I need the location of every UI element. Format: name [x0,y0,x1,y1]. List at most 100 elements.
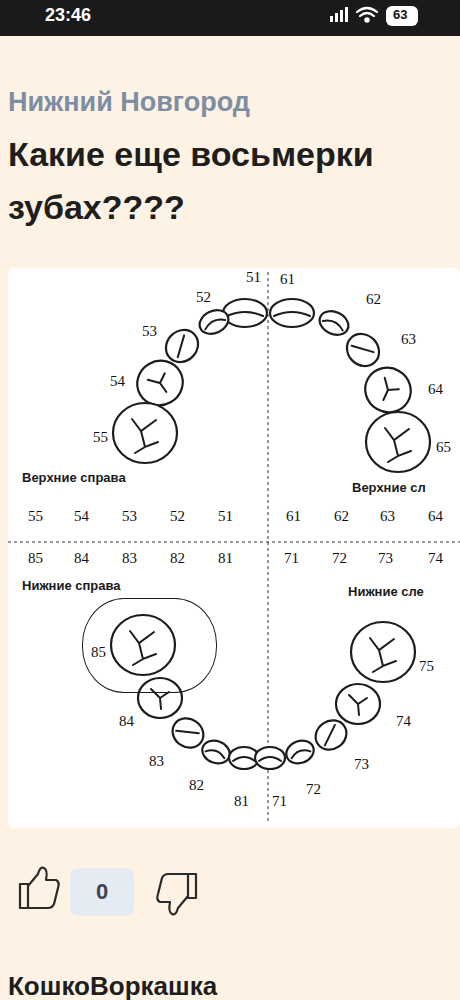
tooth-number: 62 [366,290,381,308]
tooth-outline [340,327,385,372]
tooth-number: 72 [306,780,321,798]
tooth-outline [336,684,380,724]
tooth-number: 83 [122,549,137,567]
tooth-outline [196,306,232,339]
tooth-number: 72 [332,549,347,567]
tooth-outline [366,412,430,472]
tooth-fissure [148,371,174,397]
signal-icon [330,7,348,22]
tooth [283,737,317,767]
midline [268,272,269,822]
tooth [357,359,419,420]
battery-icon [386,6,418,26]
tooth-number: 52 [196,288,211,306]
tooth-number: 62 [334,507,349,525]
tooth-number: 85 [28,549,43,567]
quadrant-caption: Нижние сле [348,584,424,600]
tooth-fissure [259,757,281,761]
tooth-number: 61 [286,507,301,525]
tooth [255,747,285,769]
tooth-number: 51 [246,268,261,286]
tooth [196,306,232,339]
tooth-fissure [233,757,255,761]
tooth-fissure [323,317,345,330]
wifi-icon [357,8,377,22]
tooth-number: 82 [189,776,204,794]
tooth-fissure [274,312,310,316]
tooth-number: 84 [119,712,134,730]
tooth [366,412,430,472]
tooth-outline [138,678,182,718]
battery-level: 63 [393,7,407,23]
tooth-number: 81 [234,792,249,810]
tooth-fissure [385,428,411,462]
tooth-fissure [151,689,169,709]
next-post-title: КошкоВоркашка [8,971,217,1000]
tooth [199,737,233,767]
tooth [111,615,175,675]
tooth [316,307,352,340]
tooth-fissure [352,338,374,360]
tooth-number: 82 [170,549,185,567]
tooth-outline [255,747,285,769]
like-icon [20,868,59,908]
tooth [336,684,380,724]
tooth-number: 54 [110,372,125,390]
tooth-number: 55 [28,507,43,525]
tooth-number: 74 [428,549,443,567]
quadrant-caption: Нижние справа [22,578,121,594]
tooth-number: 51 [218,507,233,525]
tooth-fissure [206,748,226,759]
tooth-fissure [170,335,192,357]
node-text: 0 [96,879,108,905]
tooth-fissure [319,725,342,745]
tooth-outline [223,299,267,327]
dislike-icon [157,874,196,914]
tooth-number: 52 [170,507,185,525]
tooth-fissure [290,748,310,759]
image-card [8,268,460,828]
tooth-number: 71 [272,792,287,810]
tooth [113,403,177,463]
quadrant-caption: Верхние справа [22,470,126,486]
tooth-fissure [132,419,158,453]
tooth-outline [111,615,175,675]
tooth-fissure [130,631,156,665]
occlusal-line [8,542,460,543]
tooth-number: 64 [428,507,443,525]
tooth-number: 54 [74,507,89,525]
tooth-outline [283,737,317,767]
tooth-number: 74 [396,712,411,730]
tooth-fissure [370,638,396,672]
tooth-number: 53 [122,507,137,525]
tooth-number: 53 [142,322,157,340]
status-time: 23:46 [45,5,91,27]
tooth [351,622,415,682]
tooth-fissure [349,695,367,715]
tooth-outline [357,359,419,420]
tooth-number: 83 [149,752,164,770]
tooth-number: 84 [74,549,89,567]
page-title: Какие еще восьмерки зубах???? [8,128,456,233]
tooth-number: 73 [354,755,369,773]
tooth-number: 55 [93,428,108,446]
quadrant-caption: Верхние сл [352,480,426,496]
tooth-fissure [227,312,263,316]
tooth [223,299,267,327]
tooth-outline [351,622,415,682]
teeth-drawing [111,299,430,769]
tooth [340,327,385,372]
city-heading: Нижний Новгород [8,86,250,118]
tooth [270,299,314,327]
tooth-fissure [204,316,226,329]
tooth-outline [113,403,177,463]
tooth-outline [270,299,314,327]
tooth [138,678,182,718]
tooth-number: 71 [284,549,299,567]
tooth-number: 65 [436,438,451,456]
tooth-number: 81 [218,549,233,567]
tooth-number: 61 [280,270,295,288]
tooth-number: 73 [378,549,393,567]
tooth-number: 64 [428,380,443,398]
tooth-fissure [176,722,199,742]
